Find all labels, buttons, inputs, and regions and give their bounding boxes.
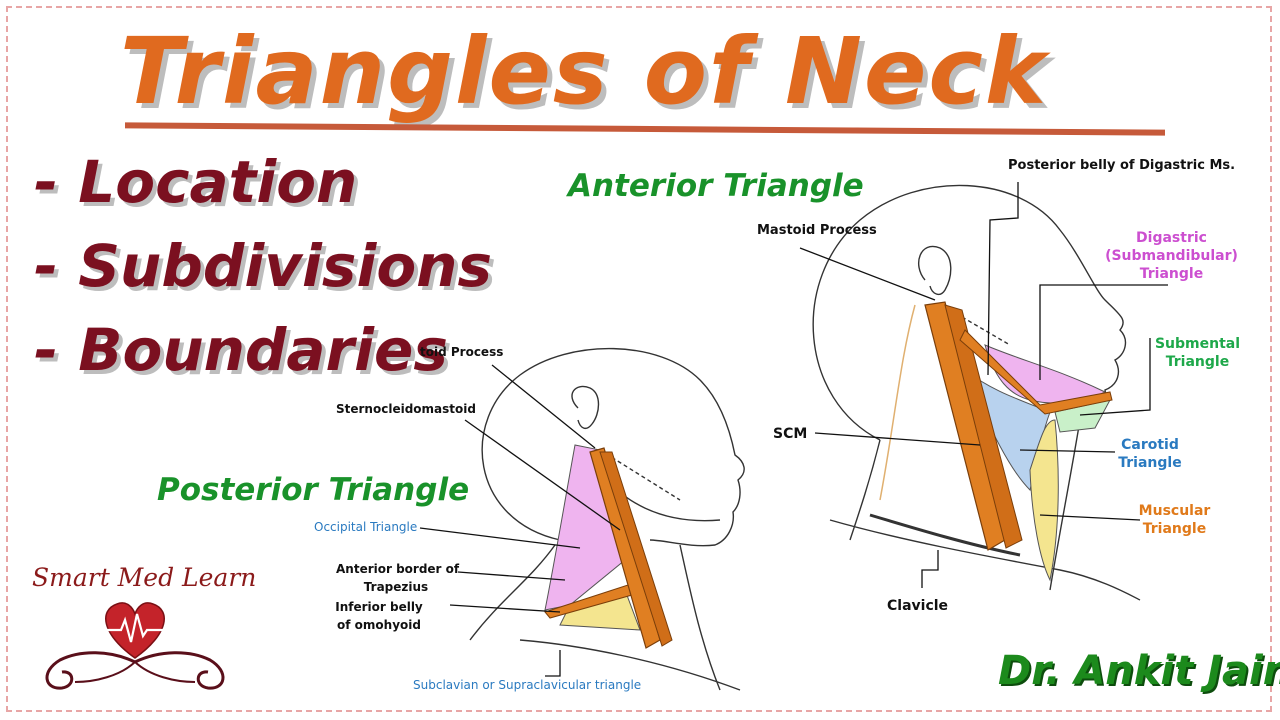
anterior-scm-muscle-2 xyxy=(944,304,1023,549)
label-trapezius-line1: Anterior border of xyxy=(336,562,460,576)
anterior-neck-front xyxy=(1049,419,1081,591)
label-sternocleidomastoid: Sternocleidomastoid xyxy=(336,402,476,416)
heart-ecg-icon xyxy=(105,602,165,659)
label-carotid-triangle: Carotid Triangle xyxy=(1110,436,1190,472)
label-submental-triangle: Submental Triangle xyxy=(1150,335,1245,371)
posterior-neck-back xyxy=(469,544,556,641)
label-scm: SCM xyxy=(773,426,808,442)
anterior-neck-back xyxy=(849,439,881,541)
bullet-boundaries: - Boundaries xyxy=(34,316,448,384)
anterior-triangle-heading: Anterior Triangle xyxy=(568,168,864,204)
label-digastric-line2: (Submandibular) xyxy=(1105,248,1238,264)
label-subclavian-triangle: Subclavian or Supraclavicular triangle xyxy=(413,678,642,692)
bullet-subdivisions: - Subdivisions xyxy=(34,232,492,300)
bullet-location: - Location xyxy=(34,148,358,216)
anterior-head-outline xyxy=(812,184,1127,441)
posterior-triangle-heading: Posterior Triangle xyxy=(157,472,470,508)
posterior-shoulder xyxy=(519,639,741,691)
anterior-leaders xyxy=(799,182,1168,588)
anterior-dashed-line xyxy=(949,309,1011,346)
posterior-leaders xyxy=(419,364,621,677)
label-carotid-line2: Triangle xyxy=(1118,455,1182,471)
label-digastric-line3: Triangle xyxy=(1139,266,1204,282)
anterior-shoulder xyxy=(829,519,1141,601)
label-muscular-line1: Muscular xyxy=(1138,503,1211,519)
anterior-figure xyxy=(812,184,1141,601)
label-anterior-border-trapezius: Anterior border of Trapezius xyxy=(336,560,460,596)
label-posterior-belly-digastric: Posterior belly of Digastric Ms. xyxy=(1008,158,1236,173)
label-occipital-triangle: Occipital Triangle xyxy=(314,520,418,534)
label-inferior-belly-omohyoid: Inferior belly of omohyoid xyxy=(334,598,424,634)
anterior-trapezius-line xyxy=(879,304,916,501)
label-digastric-line1: Digastric xyxy=(1136,230,1207,246)
posterior-ear xyxy=(571,385,600,430)
label-mastoid-process-anterior: Mastoid Process xyxy=(757,223,877,238)
posterior-head-outline xyxy=(481,347,745,547)
anterior-ear xyxy=(917,245,952,296)
logo-text: Smart Med Learn xyxy=(32,563,257,592)
digastric-muscle xyxy=(959,329,1113,415)
ornament-scroll-icon xyxy=(45,651,225,690)
label-muscular-triangle: Muscular Triangle xyxy=(1132,502,1217,538)
label-digastric-triangle: Digastric (Submandibular) Triangle xyxy=(1104,229,1239,283)
label-carotid-line1: Carotid xyxy=(1121,437,1179,453)
label-mastoid-process-posterior: toid Process xyxy=(420,345,504,359)
page-title: Triangles of Neck xyxy=(120,18,1049,125)
muscular-triangle-fill xyxy=(1029,419,1059,582)
label-trapezius-line2: Trapezius xyxy=(363,580,429,594)
label-omohyoid-line2: of omohyoid xyxy=(337,618,421,632)
posterior-neck-front xyxy=(679,544,721,691)
label-muscular-line2: Triangle xyxy=(1142,521,1207,537)
author-name: Dr. Ankit Jain xyxy=(998,648,1280,694)
posterior-scm-muscle-2 xyxy=(599,451,673,647)
label-omohyoid-line1: Inferior belly xyxy=(335,600,423,614)
anterior-clavicle xyxy=(869,513,1021,557)
page-border xyxy=(6,6,1272,712)
label-submental-line2: Triangle xyxy=(1165,354,1230,370)
label-clavicle: Clavicle xyxy=(887,598,949,614)
label-submental-line1: Submental xyxy=(1154,336,1241,352)
